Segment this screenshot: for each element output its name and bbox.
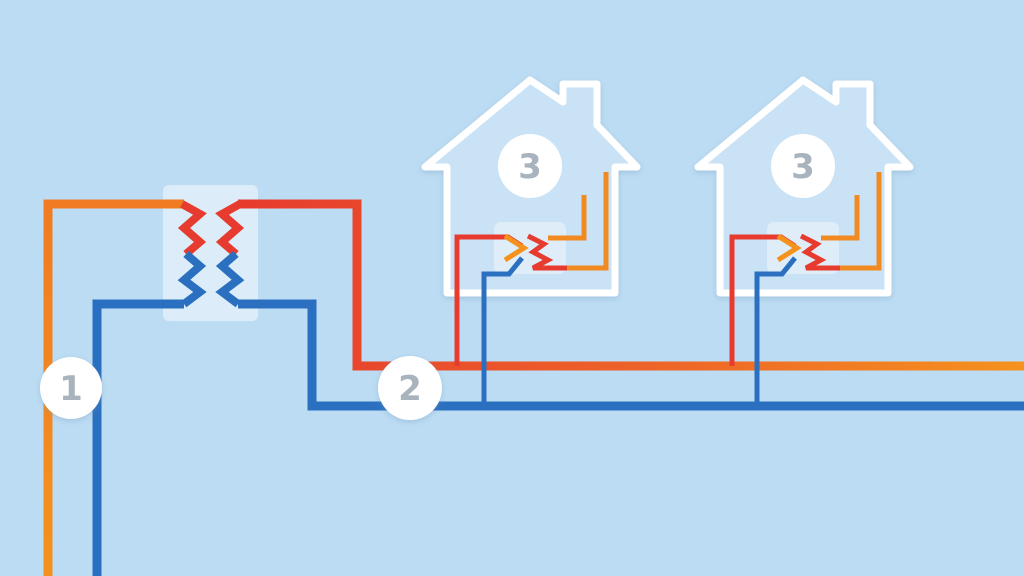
marker-2: 2 — [378, 356, 442, 420]
primary-loop — [43, 199, 207, 576]
marker-3b-label: 3 — [791, 147, 815, 187]
marker-1: 1 — [40, 357, 102, 419]
network-return-pipe — [238, 299, 1024, 411]
house-2-branch — [729, 172, 882, 406]
marker-2-label: 2 — [398, 369, 422, 409]
house-1-branch — [454, 172, 609, 406]
marker-3a: 3 — [498, 134, 562, 198]
primary-return-pipe — [92, 299, 184, 576]
network-supply-pipe — [238, 199, 1024, 371]
secondary-loop — [215, 199, 1024, 411]
marker-1-label: 1 — [59, 369, 83, 409]
marker-3a-label: 3 — [518, 147, 542, 187]
marker-3b: 3 — [771, 134, 835, 198]
